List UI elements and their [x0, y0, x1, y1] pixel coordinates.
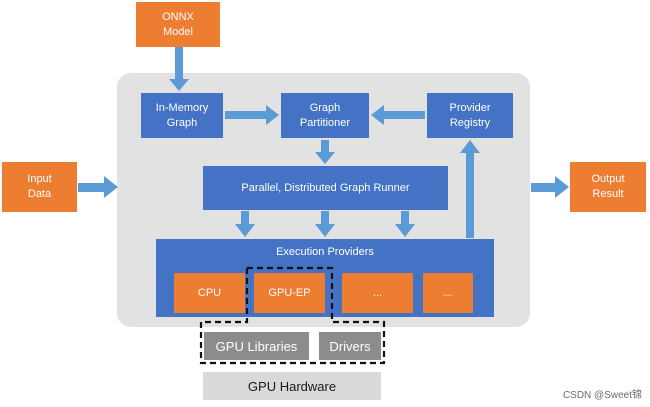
arrow-input-to-runtime: [78, 183, 105, 192]
arrow-partitioner-to-runner: [321, 140, 329, 153]
arrow-runner-to-providers-2: [321, 211, 329, 225]
arrow-input-to-runtime-head: [104, 176, 118, 198]
arrow-runner-to-providers-2-head: [315, 224, 335, 237]
arrow-providers-to-registry-head: [460, 140, 480, 153]
arrow-runtime-to-output: [531, 183, 556, 192]
arrow-onnx-to-graph: [175, 47, 183, 80]
ellipsis-provider-box-2: ...: [423, 273, 473, 313]
gpu-libraries-box: GPU Libraries: [204, 332, 309, 360]
arrow-partitioner-to-runner-head: [315, 152, 335, 164]
provider-registry-box: Provider Registry: [427, 93, 513, 138]
execution-providers-label: Execution Providers: [276, 246, 374, 258]
arrow-runner-to-providers-1: [241, 211, 249, 225]
gpu-hardware-box: GPU Hardware: [203, 372, 381, 400]
arrow-graph-to-partitioner: [225, 111, 267, 119]
arrow-runner-to-providers-3-head: [395, 224, 415, 237]
drivers-box: Drivers: [319, 332, 381, 360]
arrow-registry-to-partitioner: [383, 111, 425, 119]
gpu-path-dashed-outline: [199, 266, 386, 365]
arrow-runtime-to-output-head: [555, 176, 569, 198]
gpu-ep-box: GPU-EP: [254, 273, 325, 313]
cpu-box: CPU: [174, 273, 245, 313]
arrow-registry-to-partitioner-head: [371, 105, 384, 125]
watermark: CSDN @Sweet锦: [562, 390, 642, 401]
arrow-graph-to-partitioner-head: [266, 105, 279, 125]
ellipsis-provider-box-1: ...: [342, 273, 413, 313]
onnx-model-box: ONNX Model: [136, 2, 220, 47]
arrow-onnx-to-graph-head: [169, 79, 189, 91]
graph-runner-box: Parallel, Distributed Graph Runner: [203, 166, 448, 210]
arrow-providers-to-registry: [466, 152, 474, 238]
input-data-box: Input Data: [2, 162, 77, 212]
arrow-runner-to-providers-1-head: [235, 224, 255, 237]
graph-partitioner-box: Graph Partitioner: [281, 93, 369, 138]
arrow-runner-to-providers-3: [401, 211, 409, 225]
in-memory-graph-box: In-Memory Graph: [141, 93, 223, 138]
output-result-box: Output Result: [570, 162, 646, 212]
